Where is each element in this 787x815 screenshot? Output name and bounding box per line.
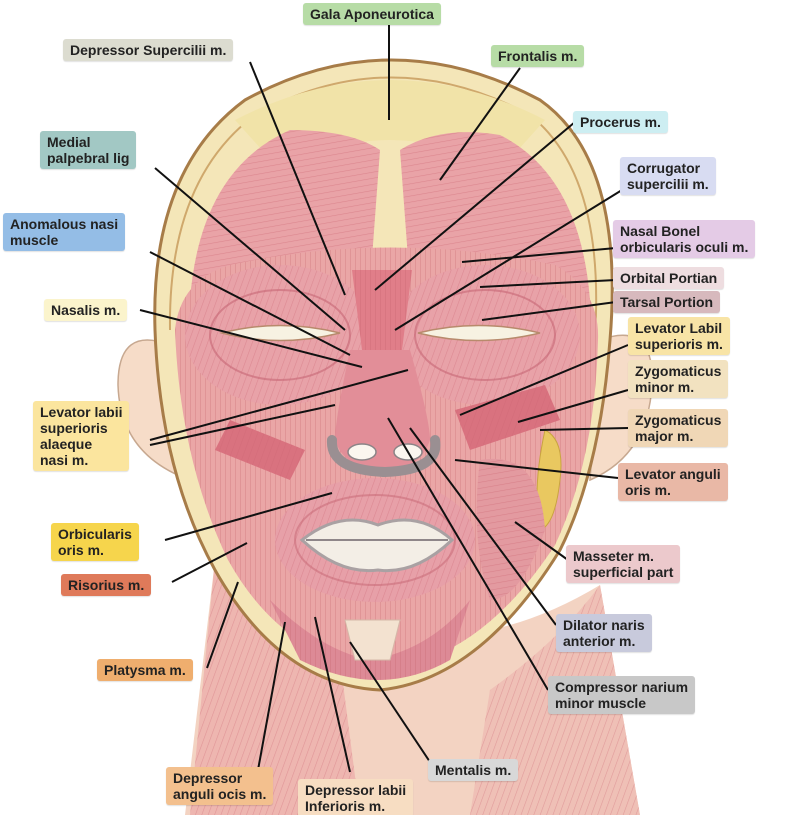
label-frontalis-line-1: Frontalis m. xyxy=(498,48,578,64)
label-orbicularis-oris: Orbicularis oris m. xyxy=(51,523,139,561)
label-tarsal-portion-line-1: Tarsal Portion xyxy=(620,294,714,310)
label-levator-anguli-line-1: Levator anguli xyxy=(625,466,721,482)
label-risorius-line-1: Risorius m. xyxy=(68,577,145,593)
label-zygomaticus-major-line-2: major m. xyxy=(635,428,694,444)
label-anomalous-nasi-muscle: Anomalous nasi muscle xyxy=(3,213,126,251)
nostril-right xyxy=(393,443,423,461)
label-corrugator-line-1: Corrugator xyxy=(627,160,701,176)
label-corrugator-line-2: supercilii m. xyxy=(627,176,709,192)
label-levator-anguli-oris: Levator anguli oris m. xyxy=(618,463,728,501)
label-procerus-line-1: Procerus m. xyxy=(580,114,661,130)
label-gala-aponeurotica: Gala Aponeurotica xyxy=(303,3,441,25)
label-orbicularis-oris-line-2: oris m. xyxy=(58,542,104,558)
label-levator-labil-superioris: Levator Labil superioris m. xyxy=(628,317,730,355)
label-alaeque-line-3: alaeque xyxy=(40,436,93,452)
label-gala-line-1: Gala Aponeurotica xyxy=(310,6,434,22)
label-levator-anguli-line-2: oris m. xyxy=(625,482,671,498)
label-zygomaticus-major: Zygomaticus major m. xyxy=(628,409,729,447)
label-dilator-naris-anterior: Dilator naris anterior m. xyxy=(556,614,652,652)
label-dilator-naris-line-1: Dilator naris xyxy=(563,617,645,633)
label-dilator-naris-line-2: anterior m. xyxy=(563,633,636,649)
label-zygomaticus-minor-line-2: minor m. xyxy=(635,379,695,395)
label-anomalous-line-2: muscle xyxy=(10,232,59,248)
label-depressor-supercilii-line-1: Depressor Supercilii m. xyxy=(70,42,227,58)
label-levator-labii-alaeque-nasi: Levator labii superioris alaeque nasi m. xyxy=(33,401,130,471)
label-compressor-line-2: minor muscle xyxy=(555,695,647,711)
label-masseter-line-2: superficial part xyxy=(573,564,674,580)
label-depressor-anguli-ocis: Depressor anguli ocis m. xyxy=(166,767,274,805)
label-masseter-superficial: Masseter m. superficial part xyxy=(566,545,681,583)
label-compressor-line-1: Compressor narium xyxy=(555,679,689,695)
label-frontalis: Frontalis m. xyxy=(491,45,585,67)
label-levator-labil-line-2: superioris m. xyxy=(635,336,723,352)
label-zygomaticus-minor-line-1: Zygomaticus xyxy=(635,363,722,379)
label-nasal-bonel-line-1: Nasal Bonel xyxy=(620,223,701,239)
label-depressor-anguli-line-1: Depressor xyxy=(173,770,243,786)
label-nasal-bonel-orbicularis: Nasal Bonel orbicularis oculi m. xyxy=(613,220,756,258)
label-depressor-supercilii: Depressor Supercilii m. xyxy=(63,39,234,61)
label-orbital-portian: Orbital Portian xyxy=(613,267,725,289)
label-zygomaticus-major-line-1: Zygomaticus xyxy=(635,412,722,428)
label-compressor-narium-minor: Compressor narium minor muscle xyxy=(548,676,696,714)
label-tarsal-portion: Tarsal Portion xyxy=(613,291,721,313)
label-alaeque-line-4: nasi m. xyxy=(40,452,89,468)
mentalis-muscle xyxy=(344,619,401,661)
label-corrugator-supercilii: Corrugator supercilii m. xyxy=(620,157,716,195)
label-alaeque-line-1: Levator labii xyxy=(40,404,123,420)
label-nasalis-line-1: Nasalis m. xyxy=(51,302,121,318)
label-orbicularis-oris-line-1: Orbicularis xyxy=(58,526,132,542)
label-procerus: Procerus m. xyxy=(573,111,668,133)
label-depressor-labii-line-1: Depressor labii xyxy=(305,782,407,798)
label-platysma: Platysma m. xyxy=(97,659,193,681)
label-mentalis: Mentalis m. xyxy=(428,759,519,781)
label-medial-palpebral-line-1: Medial xyxy=(47,134,91,150)
label-anomalous-line-1: Anomalous nasi xyxy=(10,216,119,232)
label-nasal-bonel-line-2: orbicularis oculi m. xyxy=(620,239,749,255)
label-medial-palpebral-line-2: palpebral lig xyxy=(47,150,130,166)
label-nasalis: Nasalis m. xyxy=(44,299,128,321)
label-risorius: Risorius m. xyxy=(61,574,152,596)
label-mentalis-line-1: Mentalis m. xyxy=(435,762,512,778)
label-masseter-line-1: Masseter m. xyxy=(573,548,654,564)
label-levator-labil-line-1: Levator Labil xyxy=(635,320,723,336)
label-depressor-labii-line-2: Inferioris m. xyxy=(305,798,386,814)
label-depressor-anguli-line-2: anguli ocis m. xyxy=(173,786,267,802)
label-platysma-line-1: Platysma m. xyxy=(104,662,186,678)
label-depressor-labii-inferioris: Depressor labii Inferioris m. xyxy=(298,779,414,815)
label-medial-palpebral-lig: Medial palpebral lig xyxy=(40,131,137,169)
nostril-left xyxy=(347,443,377,461)
label-orbital-portian-line-1: Orbital Portian xyxy=(620,270,718,286)
label-alaeque-line-2: superioris xyxy=(40,420,108,436)
label-zygomaticus-minor: Zygomaticus minor m. xyxy=(628,360,729,398)
